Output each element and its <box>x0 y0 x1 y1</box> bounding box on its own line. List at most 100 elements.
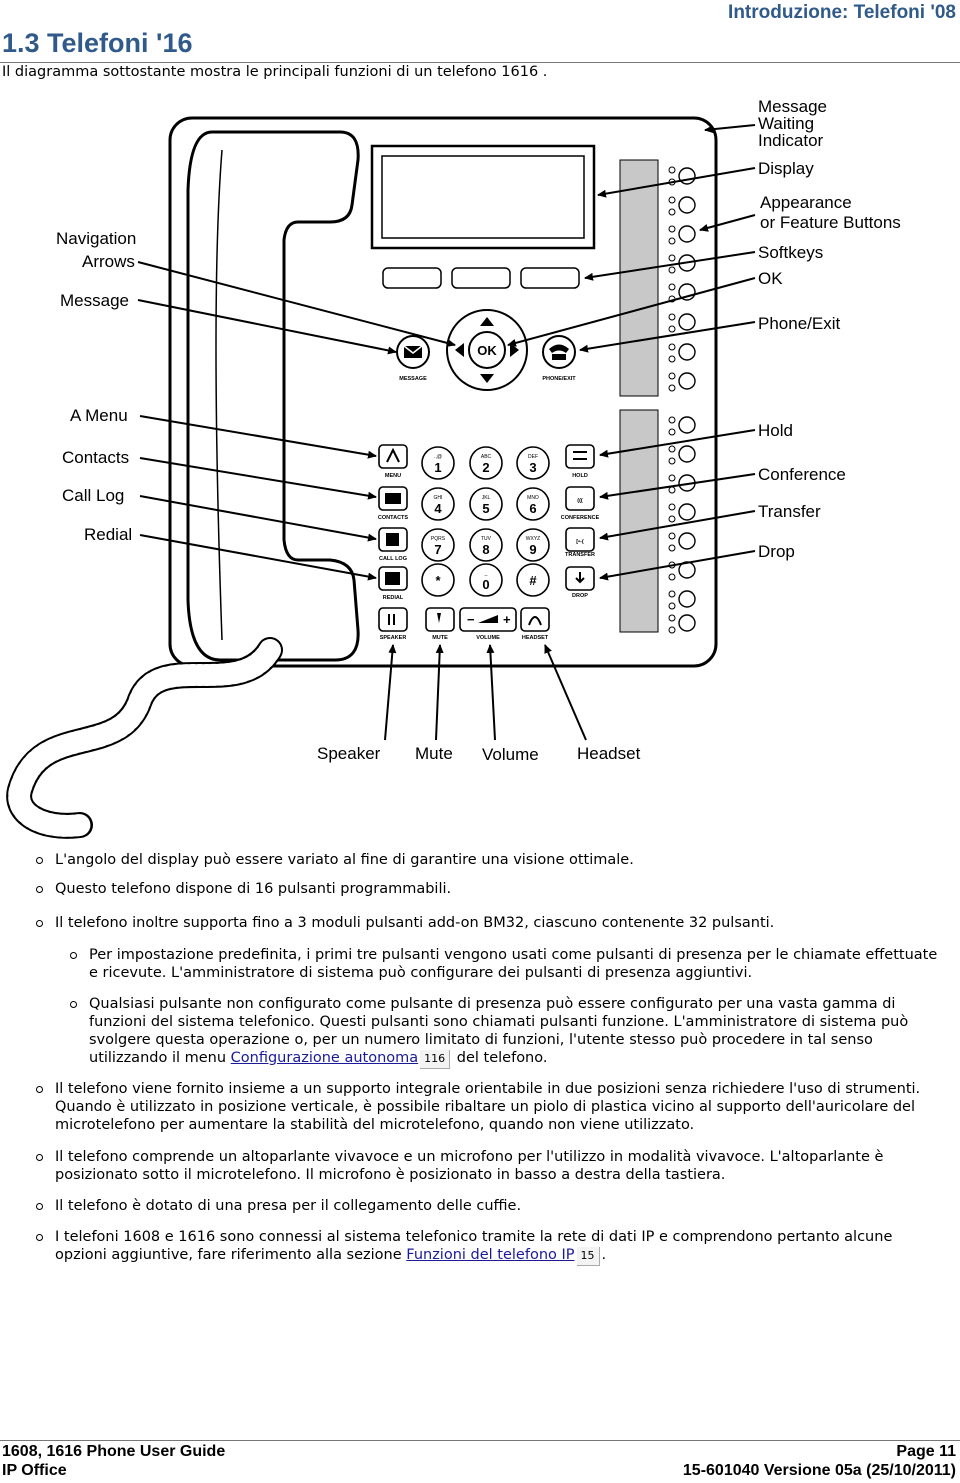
keypad-number: 4 <box>434 501 442 516</box>
svg-text:CONFERENCE: CONFERENCE <box>561 515 600 521</box>
svg-text:Navigation: Navigation <box>56 229 136 248</box>
svg-text:Redial: Redial <box>84 525 132 544</box>
svg-text:DROP: DROP <box>572 593 588 599</box>
softkey-1 <box>382 267 442 289</box>
label-strip-top <box>619 159 659 397</box>
link-configurazione-autonoma[interactable]: Configurazione autonoma <box>230 1050 419 1066</box>
keypad: .,@1ABC2DEF3GHI4JKL5MNO6PQRS7TUV8WXYZ9*_… <box>421 446 550 597</box>
keypad-key-4 <box>469 487 503 521</box>
softkey-3 <box>520 267 580 289</box>
keypad-number: 9 <box>529 542 536 557</box>
bullet-list: Il telefono è dotato di una presa per il… <box>36 1197 935 1215</box>
bullet-item: Il telefono viene fornito insieme a un s… <box>36 1080 935 1134</box>
phone-diagram: OK MESSAGE PHONE/EXIT MENU CONTACTS CALL… <box>6 97 901 839</box>
sub-bullet-item: Per impostazione predefinita, i primi tr… <box>70 947 938 981</box>
keypad-number: 1 <box>434 460 441 475</box>
contacts-book-icon <box>385 493 401 504</box>
svg-text:Message: Message <box>60 291 129 310</box>
svg-text:SPEAKER: SPEAKER <box>380 635 407 641</box>
drop-icon <box>575 572 585 584</box>
svg-text:HEADSET: HEADSET <box>522 635 549 641</box>
keypad-letters: _ <box>484 571 488 577</box>
link-funzioni-telefono-ip[interactable]: Funzioni del telefono IP <box>406 1247 575 1263</box>
keypad-letters: GHI <box>434 495 443 501</box>
keypad-key-0 <box>421 446 455 480</box>
svg-text:REDIAL: REDIAL <box>383 595 404 601</box>
svg-text:CONTACTS: CONTACTS <box>378 515 408 521</box>
bullet-list: Il telefono viene fornito insieme a un s… <box>36 1080 935 1134</box>
svg-text:Transfer: Transfer <box>758 502 821 521</box>
svg-text:A Menu: A Menu <box>70 406 128 425</box>
call-log-icon <box>386 533 399 546</box>
bullet-item: Il telefono inoltre supporta fino a 3 mo… <box>36 914 935 932</box>
keypad-letters: PQRS <box>431 536 446 542</box>
redial-icon <box>385 572 400 585</box>
svg-text:Arrows: Arrows <box>82 252 135 271</box>
intro-text: Il diagramma sottostante mostra le princ… <box>2 64 548 80</box>
bullet-item: Il telefono comprende un altoparlante vi… <box>36 1148 935 1184</box>
keypad-number: 0 <box>482 577 489 592</box>
feature-leds <box>668 166 676 634</box>
footer-product: IP Office <box>2 1462 67 1479</box>
section-header: Introduzione: Telefoni '08 <box>728 2 956 23</box>
bullet-list: L'angolo del display può essere variato … <box>36 851 935 869</box>
conference-icon: ((( <box>577 498 583 504</box>
svg-text:TRANSFER: TRANSFER <box>565 552 595 558</box>
svg-text:MENU: MENU <box>385 473 401 479</box>
page-ref-badge[interactable]: 116 <box>420 1050 451 1069</box>
svg-text:PHONE/EXIT: PHONE/EXIT <box>542 376 576 382</box>
footer-rule <box>0 1440 960 1441</box>
keypad-number: * <box>435 573 441 588</box>
keypad-number: 3 <box>529 460 536 475</box>
footer-version: 15-601040 Versione 05a (25/10/2011) <box>682 1462 956 1479</box>
bullet-list: Questo telefono dispone di 16 pulsanti p… <box>36 880 935 898</box>
message-button: MESSAGE <box>396 335 430 382</box>
keypad-letters: JKL <box>482 495 491 501</box>
keypad-key-9 <box>421 563 455 597</box>
mute-icon <box>437 613 441 623</box>
feature-buttons <box>678 167 696 632</box>
svg-text:Waiting: Waiting <box>758 114 814 133</box>
display-screen <box>370 144 596 250</box>
hold-icon <box>573 451 587 460</box>
nav-up-arrow-icon <box>480 317 494 326</box>
svg-text:OK: OK <box>758 269 783 288</box>
svg-text:+: + <box>503 612 511 627</box>
keypad-letters: DEF <box>528 454 538 460</box>
mute-button <box>425 607 455 632</box>
softkey-2 <box>451 267 511 289</box>
svg-text:MESSAGE: MESSAGE <box>399 376 427 382</box>
sub-bullet-list: Qualsiasi pulsante non configurato come … <box>70 995 939 1069</box>
svg-text:Appearance: Appearance <box>760 193 852 212</box>
keypad-number: 5 <box>482 501 489 516</box>
svg-text:Conference: Conference <box>758 465 846 484</box>
svg-text:Call Log: Call Log <box>62 486 124 505</box>
svg-text:−: − <box>467 612 475 627</box>
sub-bullet-item: Qualsiasi pulsante non configurato come … <box>70 995 939 1069</box>
bullet-item: Questo telefono dispone di 16 pulsanti p… <box>36 880 935 898</box>
page-ref-badge[interactable]: 15 <box>576 1247 600 1266</box>
keypad-letters: MNO <box>527 495 539 501</box>
keypad-number: # <box>529 573 537 588</box>
keypad-key-1 <box>469 446 503 480</box>
keypad-letters: TUV <box>481 536 492 542</box>
nav-down-arrow-icon <box>480 374 494 383</box>
keypad-letters: .,@ <box>434 454 442 460</box>
page-title: 1.3 Telefoni '16 <box>2 28 193 58</box>
svg-text:HOLD: HOLD <box>572 473 588 479</box>
keypad-key-7 <box>469 528 503 562</box>
keypad-key-6 <box>421 528 455 562</box>
phone-exit-button: PHONE/EXIT <box>542 335 576 382</box>
callout-arrows <box>137 124 756 741</box>
keypad-key-5 <box>516 487 550 521</box>
svg-text:Softkeys: Softkeys <box>758 243 823 262</box>
navigation-cluster: OK <box>446 309 528 391</box>
svg-text:Drop: Drop <box>758 542 795 561</box>
svg-text:Speaker: Speaker <box>317 744 381 763</box>
svg-text:Contacts: Contacts <box>62 448 129 467</box>
handset-icon <box>549 344 569 353</box>
bullet-list: Il telefono inoltre supporta fino a 3 mo… <box>36 914 935 932</box>
nav-left-arrow-icon <box>455 343 464 357</box>
transfer-icon: [•-( <box>576 539 584 545</box>
svg-text:Headset: Headset <box>577 744 641 763</box>
